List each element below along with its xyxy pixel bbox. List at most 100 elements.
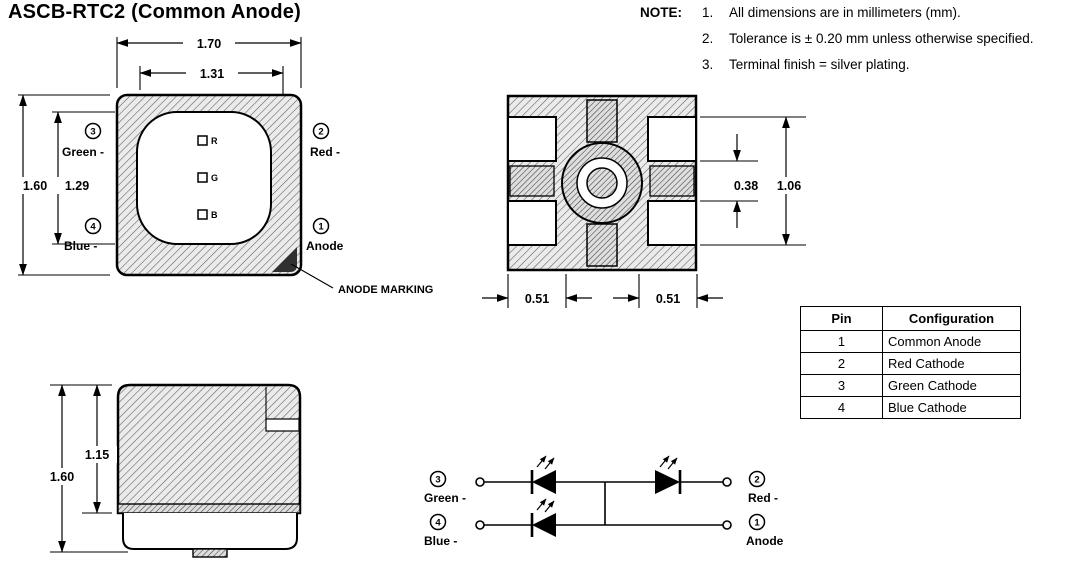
top-view-drawing: 1.70 1.31 1.60 1.29 R G B ANODE: [14, 35, 433, 296]
side-view-center-tab: [192, 548, 228, 558]
side-view-leadframe: [122, 513, 298, 550]
notes-label: NOTE:: [640, 5, 682, 20]
die-square: [197, 172, 208, 183]
pin-table-container: Pin Configuration 1 Common Anode 2 Red C…: [800, 306, 1021, 419]
pin-label: Blue -: [64, 239, 97, 253]
dim-label-bg: [14, 177, 56, 194]
pin-label: Anode: [306, 239, 344, 253]
dim-height-inner: 1.29: [65, 179, 89, 193]
schematic-pin-blue: 4 Blue -: [424, 513, 457, 548]
dim-pad-right: 0.51: [656, 292, 680, 306]
anode-marking-leader: [290, 263, 334, 289]
pin-number: 1: [318, 222, 324, 233]
note-number: 1.: [702, 5, 714, 20]
diode-triangle: [532, 513, 556, 537]
pin-label: Green -: [62, 145, 104, 159]
pin-callout-blue: 4 Blue -: [64, 217, 102, 253]
pin-label: Red -: [748, 491, 778, 505]
pin-number: 3: [90, 127, 95, 138]
schematic-pin-red: 2 Red -: [748, 470, 778, 505]
terminal-red: [722, 477, 732, 487]
side-view-base-band: [117, 503, 301, 514]
extension-lines: [700, 116, 806, 246]
notes-block: NOTE: 1. All dimensions are in millimete…: [640, 5, 1076, 83]
dim-label-bg: [186, 65, 238, 81]
dim-label-bg: [77, 446, 117, 463]
pin-label: Anode: [746, 534, 784, 548]
table-row: 2 Red Cathode: [800, 352, 1021, 375]
pin-number: 4: [90, 222, 96, 233]
pin-number-circle: [748, 470, 766, 488]
pin-label: Green -: [424, 491, 466, 505]
die-label-g: G: [211, 173, 218, 183]
emission-arrow: [536, 455, 547, 468]
side-view-drawing: 1.60 1.15: [42, 383, 302, 558]
anode-marking-triangle: [272, 247, 297, 272]
pin-table-header-pin: Pin: [800, 306, 883, 331]
pin-config-cell: Red Cathode: [882, 352, 1021, 375]
extension-lines: [507, 274, 698, 308]
pad-divider-left: [509, 165, 555, 197]
emission-arrow: [659, 455, 670, 468]
note-number: 3.: [702, 56, 714, 72]
pin-number-circle: [84, 122, 102, 140]
terminal-green: [475, 477, 485, 487]
led-symbol-blue: [530, 498, 556, 537]
pin-number-circle: [429, 513, 447, 531]
emission-arrow: [544, 500, 555, 513]
pin-number: 2: [754, 475, 759, 486]
note-number: 2.: [702, 30, 714, 46]
dim-pad-gap: 0.38: [734, 179, 758, 193]
die-label-b: B: [211, 210, 218, 220]
emission-arrow: [667, 457, 678, 470]
terminal-anode: [722, 520, 732, 530]
table-row: 4 Blue Cathode: [800, 396, 1021, 419]
pad-divider-right: [649, 165, 695, 197]
table-row: 3 Green Cathode: [800, 374, 1021, 397]
schematic-wires: [484, 481, 723, 526]
pin-configuration-table: Pin Configuration 1 Common Anode 2 Red C…: [800, 306, 1021, 419]
pin-number-cell: 2: [800, 352, 883, 375]
led-symbol-red: [655, 455, 682, 494]
dim-height-total: 1.60: [50, 470, 74, 484]
pin-number-circle: [429, 470, 447, 488]
schematic-drawing: 3 Green - 4 Blue - 2 Red - 1 Anode: [424, 455, 784, 548]
die-label-r: R: [211, 136, 218, 146]
pin-callout-green: 3 Green -: [62, 122, 104, 159]
pin-label: Red -: [310, 145, 340, 159]
solder-pad-bottom-left: [507, 200, 557, 246]
schematic-pin-green: 3 Green -: [424, 470, 466, 505]
bottom-view-drawing: 0.38 1.06 0.51 0.51: [482, 94, 810, 308]
table-row: 1 Common Anode: [800, 330, 1021, 353]
side-view-body: [116, 383, 302, 515]
die-green: G: [197, 172, 218, 183]
side-view-notch: [265, 418, 300, 432]
note-text: Tolerance is ± 0.20 mm unless otherwise …: [729, 30, 1034, 46]
solder-pad-bottom-right: [647, 200, 697, 246]
pin-number-circle: [312, 217, 330, 235]
anode-marking-label: ANODE MARKING: [338, 284, 433, 296]
die-square: [197, 209, 208, 220]
table-header-row: Pin Configuration: [800, 306, 1021, 331]
pin-callout-anode: 1 Anode: [306, 217, 344, 253]
pin-number-cell: 4: [800, 396, 883, 419]
pin-number: 4: [435, 518, 441, 529]
pin-number-circle: [312, 122, 330, 140]
diode-triangle: [655, 470, 680, 494]
schematic-pin-anode: 1 Anode: [746, 513, 784, 548]
extension-lines: [18, 37, 302, 276]
pin-config-cell: Blue Cathode: [882, 396, 1021, 419]
note-item: 3. Terminal finish = silver plating.: [702, 57, 1034, 73]
pin-config-cell: Green Cathode: [882, 374, 1021, 397]
pin-number: 1: [754, 518, 760, 529]
led-symbol-green: [530, 455, 556, 494]
pin-number: 2: [318, 127, 323, 138]
terminal-blue: [475, 520, 485, 530]
emission-arrow: [544, 457, 555, 470]
thermal-pad-inner: [586, 167, 618, 199]
pin-number: 3: [435, 475, 440, 486]
die-square: [197, 135, 208, 146]
diode-triangle: [532, 470, 556, 494]
pin-number-cell: 1: [800, 330, 883, 353]
